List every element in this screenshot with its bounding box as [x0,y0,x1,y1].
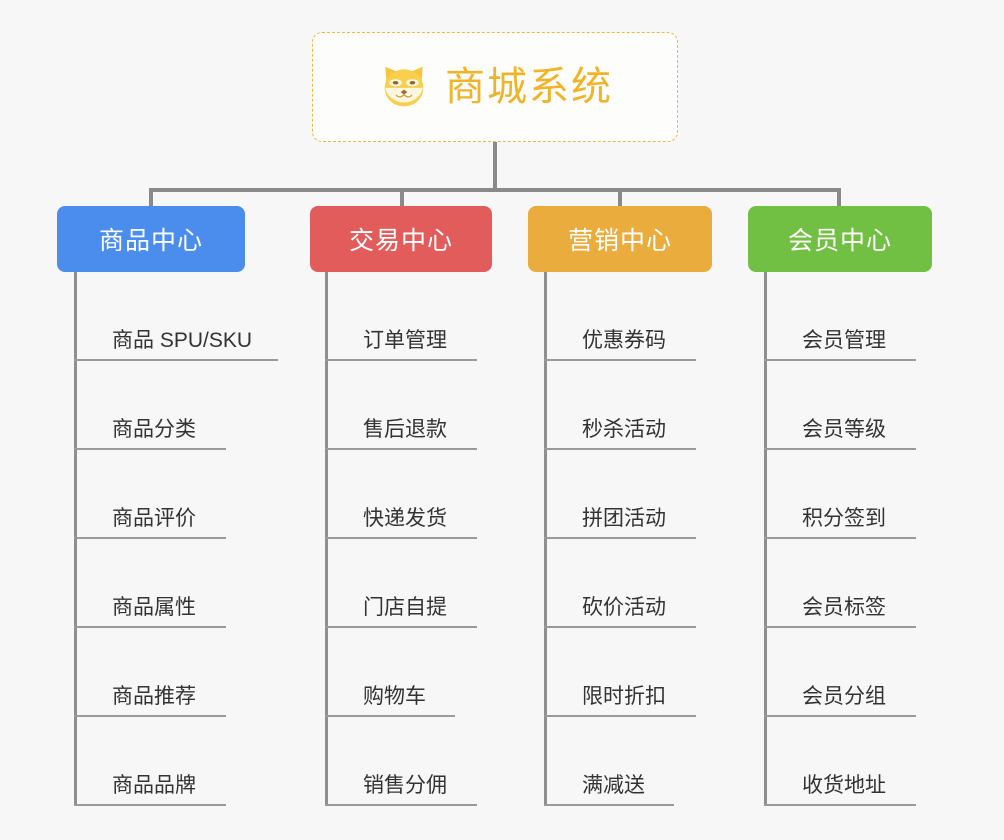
leaf-label: 购物车 [363,685,426,708]
leaf-item[interactable]: 会员等级 [764,361,979,450]
leaf-rule [74,715,226,717]
connector-drop-1 [149,188,153,208]
leaf-item[interactable]: 砍价活动 [544,539,759,628]
leaf-label: 商品推荐 [112,685,196,708]
category-box-2[interactable]: 交易中心 [310,206,492,272]
branch-spine-3 [544,272,547,806]
leaf-rule [764,448,916,450]
leaf-item[interactable]: 积分签到 [764,450,979,539]
leaf-rule [325,359,477,361]
leaf-rule [544,626,696,628]
category-box-3[interactable]: 营销中心 [528,206,712,272]
leaf-rule [74,448,226,450]
leaf-rule [764,359,916,361]
leaf-rule [325,626,477,628]
leaf-label: 会员等级 [802,418,886,441]
leaf-label: 拼团活动 [582,507,666,530]
leaf-item[interactable]: 订单管理 [325,272,540,361]
branch-column-3: 优惠券码 秒杀活动 拼团活动 砍价活动 限时折扣 满减送 [544,272,759,806]
root-title: 商城系统 [445,65,613,109]
branch-column-1: 商品 SPU/SKU 商品分类 商品评价 商品属性 商品推荐 商品品牌 [74,272,289,806]
leaf-item[interactable]: 会员管理 [764,272,979,361]
category-label-3: 营销中心 [567,227,672,255]
leaf-rule [74,804,226,806]
leaf-item[interactable]: 商品推荐 [74,628,289,717]
leaf-rule [544,448,696,450]
leaf-item[interactable]: 售后退款 [325,361,540,450]
category-label-2: 交易中心 [348,227,453,255]
leaf-rule [74,537,226,539]
connector-horizontal-bus [149,188,841,192]
leaf-label: 销售分佣 [363,774,447,797]
category-box-4[interactable]: 会员中心 [748,206,932,272]
leaf-item[interactable]: 快递发货 [325,450,540,539]
connector-drop-3 [618,188,622,208]
leaf-item[interactable]: 商品品牌 [74,717,289,806]
leaf-rule [764,804,916,806]
leaf-label: 满减送 [582,774,645,797]
branch-column-4: 会员管理 会员等级 积分签到 会员标签 会员分组 收货地址 [764,272,979,806]
leaf-rule [764,715,916,717]
leaf-rule [764,626,916,628]
leaf-label: 会员标签 [802,596,886,619]
leaf-label: 会员分组 [802,685,886,708]
root-node[interactable]: 商城系统 [312,32,678,142]
leaf-rule [544,804,674,806]
category-label-1: 商品中心 [98,227,203,255]
leaf-label: 限时折扣 [582,685,666,708]
leaf-label: 优惠券码 [582,329,666,352]
leaf-item[interactable]: 商品评价 [74,450,289,539]
leaf-rule [325,448,477,450]
leaf-item[interactable]: 限时折扣 [544,628,759,717]
branch-column-2: 订单管理 售后退款 快递发货 门店自提 购物车 销售分佣 [325,272,540,806]
leaf-item[interactable]: 拼团活动 [544,450,759,539]
leaf-item[interactable]: 销售分佣 [325,717,540,806]
shiba-dog-face-icon [384,66,424,107]
leaf-label: 商品分类 [112,418,196,441]
leaf-item[interactable]: 会员标签 [764,539,979,628]
leaf-label: 商品属性 [112,596,196,619]
leaf-label: 门店自提 [363,596,447,619]
connector-drop-2 [400,188,404,208]
leaf-item[interactable]: 满减送 [544,717,759,806]
connector-drop-4 [837,188,841,208]
leaf-label: 快递发货 [363,507,447,530]
leaf-rule [74,626,226,628]
leaf-rule [74,359,278,361]
leaf-rule [544,359,696,361]
leaf-item[interactable]: 收货地址 [764,717,979,806]
leaf-rule [544,715,696,717]
connector-root-stem [493,142,497,192]
leaf-label: 订单管理 [363,329,447,352]
leaf-item[interactable]: 会员分组 [764,628,979,717]
leaf-label: 积分签到 [802,507,886,530]
leaf-rule [544,537,696,539]
leaf-item[interactable]: 秒杀活动 [544,361,759,450]
leaf-label: 会员管理 [802,329,886,352]
leaf-rule [325,537,477,539]
leaf-item[interactable]: 商品 SPU/SKU [74,272,289,361]
leaf-rule [325,804,477,806]
branch-spine-1 [74,272,77,806]
leaf-item[interactable]: 购物车 [325,628,540,717]
leaf-label: 秒杀活动 [582,418,666,441]
leaf-label: 商品品牌 [112,774,196,797]
leaf-item[interactable]: 商品属性 [74,539,289,628]
leaf-item[interactable]: 优惠券码 [544,272,759,361]
leaf-rule [325,715,455,717]
leaf-rule [764,537,916,539]
branch-spine-2 [325,272,328,806]
leaf-label: 收货地址 [802,774,886,797]
leaf-label: 砍价活动 [582,596,666,619]
category-label-4: 会员中心 [787,227,892,255]
leaf-item[interactable]: 门店自提 [325,539,540,628]
leaf-label: 商品评价 [112,507,196,530]
branch-spine-4 [764,272,767,806]
leaf-label: 售后退款 [363,418,447,441]
leaf-item[interactable]: 商品分类 [74,361,289,450]
leaf-label: 商品 SPU/SKU [112,329,253,352]
category-box-1[interactable]: 商品中心 [57,206,245,272]
